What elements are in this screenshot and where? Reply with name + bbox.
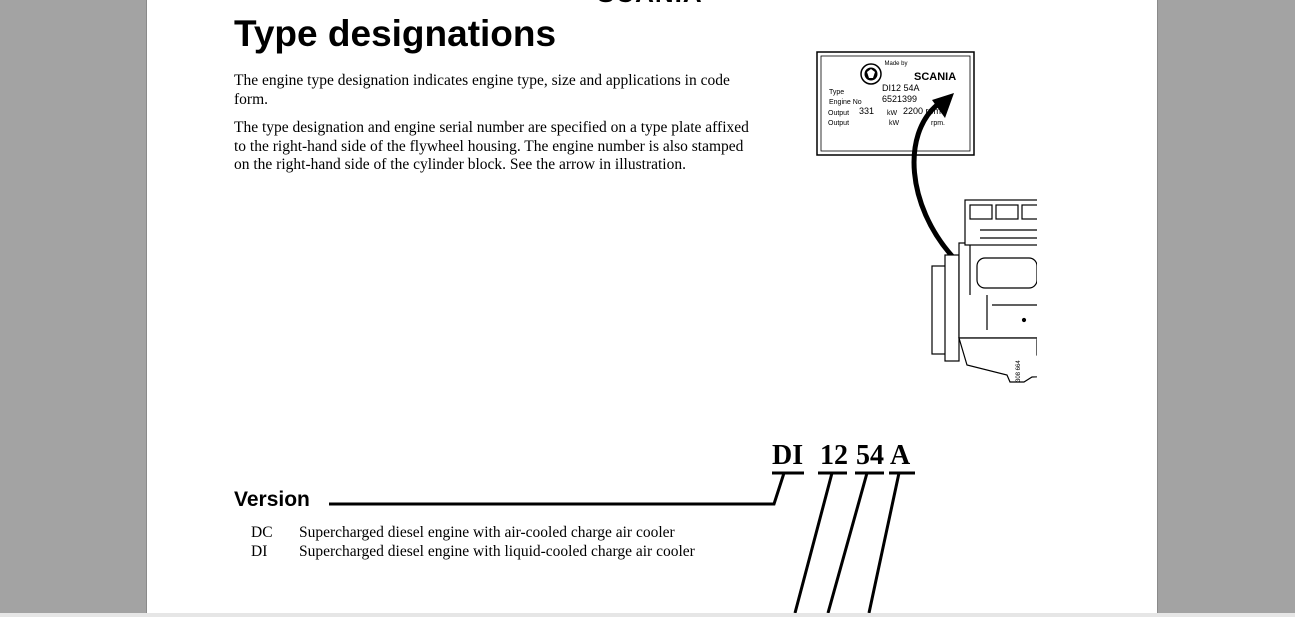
type-plate-brand: SCANIA [914,71,956,83]
plate-output-kw-unit: kW [887,110,898,117]
document-page: SCANIA Type designations The engine type… [146,0,1158,613]
designation-application-code: 54 [856,440,884,471]
page-title: Type designations [234,13,557,54]
intro-paragraph: The engine type designation indicates en… [234,72,730,108]
plate-output-label: Output [828,110,849,117]
plate-type-label: Type [829,89,844,96]
plate-output2-label: Output [828,120,849,127]
designation-size-code: 12 [820,440,848,471]
engine-drawing [931,199,1037,383]
plate-output2-kw-unit: kW [889,120,900,127]
viewer-bottom-bar [0,613,1295,617]
designation-version-code: DI [772,440,804,471]
version-list-item: DI Supercharged diesel engine with liquid… [251,542,695,561]
engine-illustration: Made by SCANIA Type DI12 54A Engine No 6… [762,45,1037,390]
plate-engine-no-label: Engine No [829,99,862,106]
designation-connector-lines [329,471,915,613]
plate-output2-rpm-unit: rpm. [931,120,945,127]
plate-type-value: DI12 54A [882,83,920,93]
curved-arrow-icon [911,93,954,258]
scania-griffin-icon [860,63,882,85]
plate-output-rpm: 2200 rpm. [903,106,944,116]
figure-ref-number: 308 664 [1016,360,1022,382]
header-brand-logo: SCANIA [597,0,703,9]
plate-output-kw: 331 [859,106,874,116]
version-list-item: DC Supercharged diesel engine with air-co… [251,523,675,542]
plate-engine-no-value: 6521399 [882,94,917,104]
version-description: Supercharged diesel engine with air-cool… [299,524,675,541]
type-plate: Made by SCANIA Type DI12 54A Engine No 6… [816,51,975,156]
version-description: Supercharged diesel engine with liquid-c… [299,543,695,560]
type-plate-made-by: Made by [884,61,907,67]
designation-suffix-code: A [890,440,911,471]
version-code: DC [251,524,273,541]
version-code: DI [251,543,268,560]
version-heading: Version [234,488,310,511]
type-plate-paragraph: The type designation and engine serial n… [234,119,749,173]
